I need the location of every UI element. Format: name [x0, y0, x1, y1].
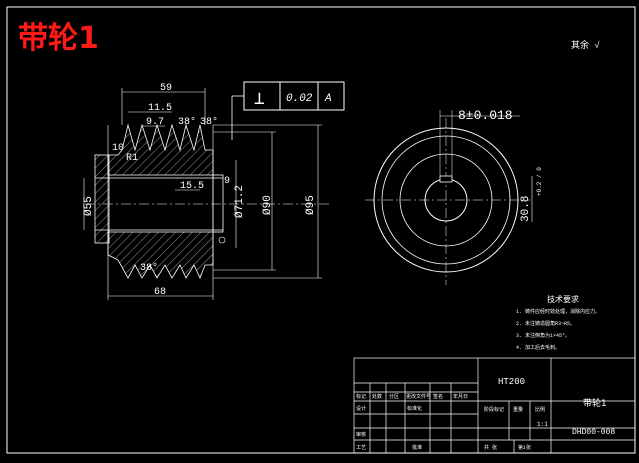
dim-59: 59: [160, 83, 172, 94]
col-label-sign: 签名: [433, 393, 443, 400]
angle-38a: 38°: [178, 116, 196, 128]
weight-label: 重量: [513, 406, 523, 413]
tolerance-symbol: ⊥: [254, 90, 265, 110]
angle-38b: 38°: [200, 116, 218, 128]
part-name: 带轮1: [583, 397, 607, 409]
dim-15-5: 15.5: [180, 181, 204, 192]
scale-value: 1:1: [537, 421, 548, 428]
col-label-change: 更改文件号: [406, 393, 431, 400]
dim-11-5: 11.5: [148, 103, 172, 114]
side-view: 8±0.018 30.8 +0.2 / 0: [365, 108, 543, 285]
tolerance-datum: A: [324, 93, 332, 105]
keyway: [439, 175, 453, 183]
tolerance-value: 0.02: [286, 93, 313, 105]
dim-d55: Ø55: [83, 196, 95, 216]
front-view: 59 11.5 9.7 38° 38° 10 R1 15.5 9 Ø55 Ø71…: [83, 83, 330, 300]
keyway-width: 8±0.018: [458, 108, 513, 123]
sheet-total: 共 张: [484, 444, 497, 451]
groove-circle: [381, 135, 511, 265]
col-label-zone: 分区: [389, 393, 399, 400]
drawing-title: 带轮1: [18, 21, 99, 56]
datum-marker: [218, 236, 226, 244]
tolerance-frame: ⊥ 0.02 A: [231, 81, 345, 140]
drawing-number: DHD00-008: [572, 428, 615, 437]
sheet-number: 第1张: [518, 444, 531, 451]
row-label-design: 设计: [356, 405, 366, 412]
bottom-angle: 38°: [140, 262, 158, 274]
title-block-text: HT200 带轮1 DHD00-008 1:1 标记 设计 审核 工艺 处数 分…: [356, 377, 615, 451]
outer-circle: [373, 127, 519, 273]
row-label-mark: 标记: [356, 393, 366, 400]
tech-item-1: 1. 铸件应经时效处理，消除内应力。: [516, 308, 600, 315]
dim-d90: Ø90: [262, 195, 274, 215]
col-label-qty: 处数: [372, 393, 382, 400]
lower-section: [107, 231, 214, 280]
title-block: [353, 357, 636, 454]
dim-9: 9: [224, 176, 230, 187]
dim-r1: R1: [126, 153, 138, 164]
approve-label: 批准: [412, 444, 422, 451]
hub-right: [212, 174, 224, 233]
dim-10: 10: [112, 143, 124, 154]
row-label-review: 审核: [356, 431, 366, 438]
hub-left: [94, 154, 110, 244]
tech-heading: 技术要求: [547, 294, 579, 305]
technical-requirements: 技术要求 1. 铸件应经时效处理，消除内应力。 2. 未注铸造圆角R3~R5。 …: [516, 294, 600, 351]
material: HT200: [498, 377, 525, 387]
dim-68: 68: [154, 287, 166, 298]
tech-item-4: 4. 加工后去毛刺。: [516, 344, 560, 351]
std-label: 标准化: [407, 405, 422, 412]
roughness-note: 其余 √: [571, 39, 600, 51]
keyway-depth-tol: +0.2 / 0: [536, 167, 543, 196]
dim-9-7: 9.7: [146, 117, 164, 128]
dim-d71: Ø71.2: [234, 185, 246, 218]
scale-label: 比例: [535, 406, 545, 413]
tech-item-2: 2. 未注铸造圆角R3~R5。: [516, 320, 575, 327]
tech-item-3: 3. 未注倒角为1×45°。: [516, 332, 570, 339]
keyway-depth: 30.8: [520, 196, 532, 222]
stage-label: 阶段标记: [484, 406, 504, 413]
row-label-process: 工艺: [356, 445, 366, 451]
col-label-date: 年月日: [453, 393, 468, 400]
sheet-border: [6, 6, 636, 454]
dim-d95: Ø95: [305, 195, 317, 215]
web-circle: [399, 153, 493, 247]
